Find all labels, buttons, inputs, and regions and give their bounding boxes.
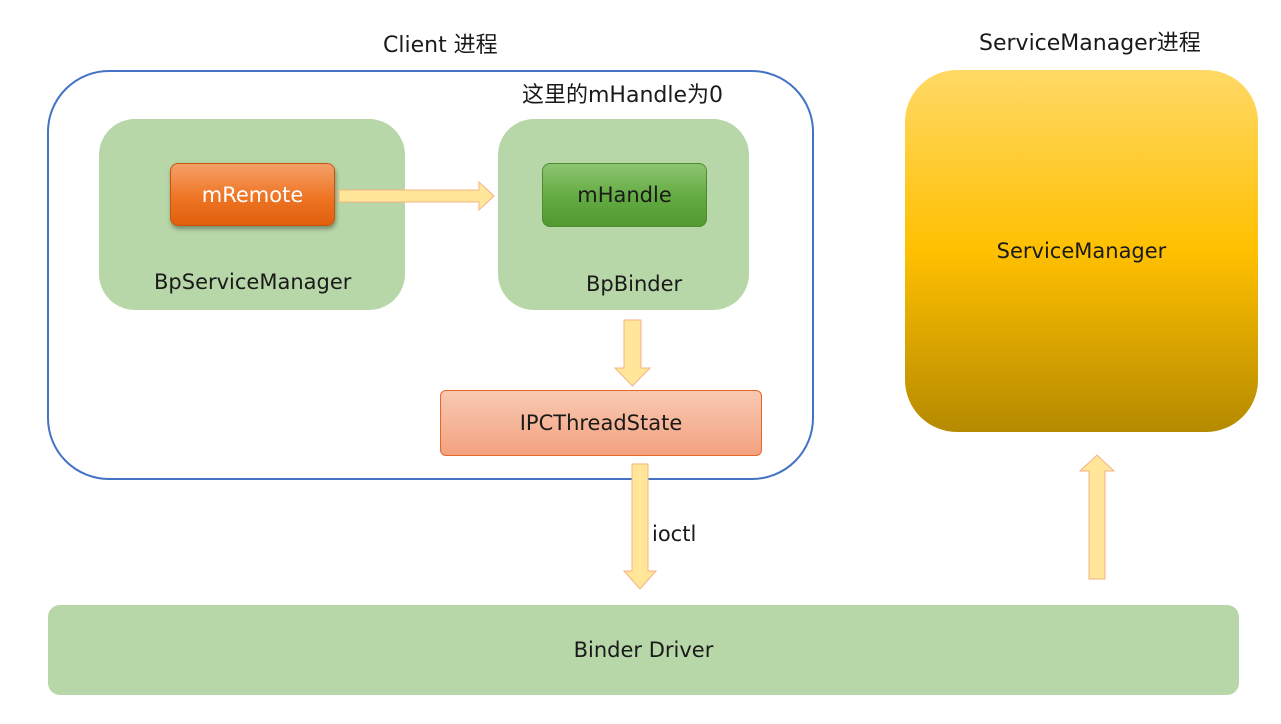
mhandle-note: 这里的mHandle为0 — [522, 83, 724, 108]
servicemanager-box: ServiceManager — [905, 70, 1258, 432]
arrow-driver-to-servicemanager — [1078, 454, 1116, 580]
servicemanager-process-title: ServiceManager进程 — [979, 31, 1201, 56]
bpservicemanager-label: BpServiceManager — [154, 270, 352, 294]
ipcthreadstate-box: IPCThreadState — [440, 390, 762, 456]
ioctl-label: ioctl — [652, 522, 697, 546]
client-process-frame — [47, 70, 814, 480]
mremote-box: mRemote — [170, 163, 335, 226]
arrow-ipc-to-driver — [622, 463, 658, 590]
mhandle-box: mHandle — [542, 163, 707, 227]
client-process-title: Client 进程 — [383, 33, 498, 58]
arrow-mremote-to-mhandle — [338, 180, 495, 212]
arrow-bpbinder-to-ipc — [613, 319, 652, 387]
binder-driver-bar: Binder Driver — [48, 605, 1239, 695]
bpbinder-label: BpBinder — [586, 272, 683, 296]
